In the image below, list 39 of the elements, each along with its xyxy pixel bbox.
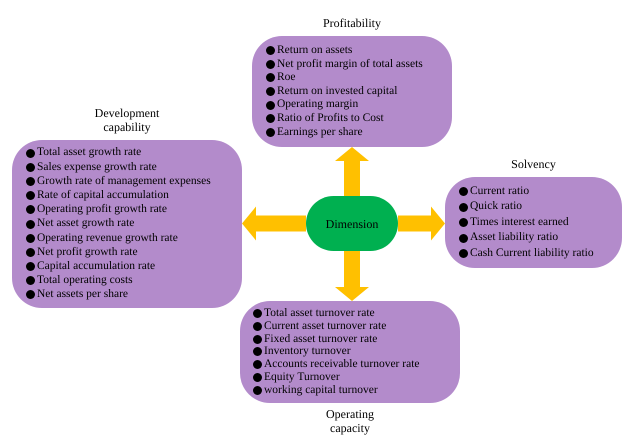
metric-item: Quick ratio	[470, 199, 522, 214]
metric-item: Earnings per share	[277, 124, 363, 140]
metric-item: Total asset turnover rate	[264, 306, 375, 321]
metric-item: Rate of capital accumulation	[37, 188, 169, 203]
metric-item: Return on invested capital	[277, 84, 398, 99]
block-arrow	[335, 251, 369, 301]
block-arrow	[242, 206, 306, 240]
category-heading: Operating capacity	[325, 407, 375, 435]
metric-item: Net asset growth rate	[37, 216, 134, 232]
metric-item: working capital turnover	[264, 382, 378, 398]
metric-item: Net profit growth rate	[37, 244, 138, 260]
metric-item: Accounts receivable turnover rate	[264, 357, 420, 372]
metric-item: Ratio of Profits to Cost	[277, 111, 384, 126]
category-heading: Solvency	[511, 157, 556, 171]
metric-item: Operating revenue growth rate	[37, 230, 178, 246]
block-arrow	[398, 206, 445, 240]
metric-item: Return on assets	[277, 43, 352, 58]
metric-item: Growth rate of management expenses	[37, 174, 211, 189]
metric-item: Cash Current liability ratio	[470, 246, 594, 261]
metric-item: Total operating costs	[37, 273, 133, 288]
metric-item: Fixed asset turnover rate	[264, 332, 378, 346]
metric-item: Net assets per share	[37, 287, 128, 302]
metric-item: Operating profit growth rate	[37, 202, 167, 218]
category-heading: Profitability	[323, 16, 381, 30]
metric-item: Net profit margin of total assets	[277, 56, 423, 72]
category-heading: Development capability	[94, 106, 160, 134]
metric-item: Times interest earned	[470, 214, 569, 230]
center-label: Dimension	[326, 216, 378, 232]
metric-item: Inventory turnover	[264, 344, 351, 359]
metric-item: Roe	[277, 70, 296, 86]
metric-item: Total asset growth rate	[37, 145, 142, 160]
metric-item: Capital accumulation rate	[37, 258, 156, 274]
metric-item: Current asset turnover rate	[264, 318, 386, 334]
metric-item: Sales expense growth rate	[37, 160, 157, 175]
metric-item: Asset liability ratio	[470, 230, 558, 246]
metric-item: Equity Turnover	[264, 370, 340, 385]
metric-item: Current ratio	[470, 184, 530, 199]
metric-item: Operating margin	[277, 97, 358, 112]
block-arrow	[335, 147, 369, 196]
